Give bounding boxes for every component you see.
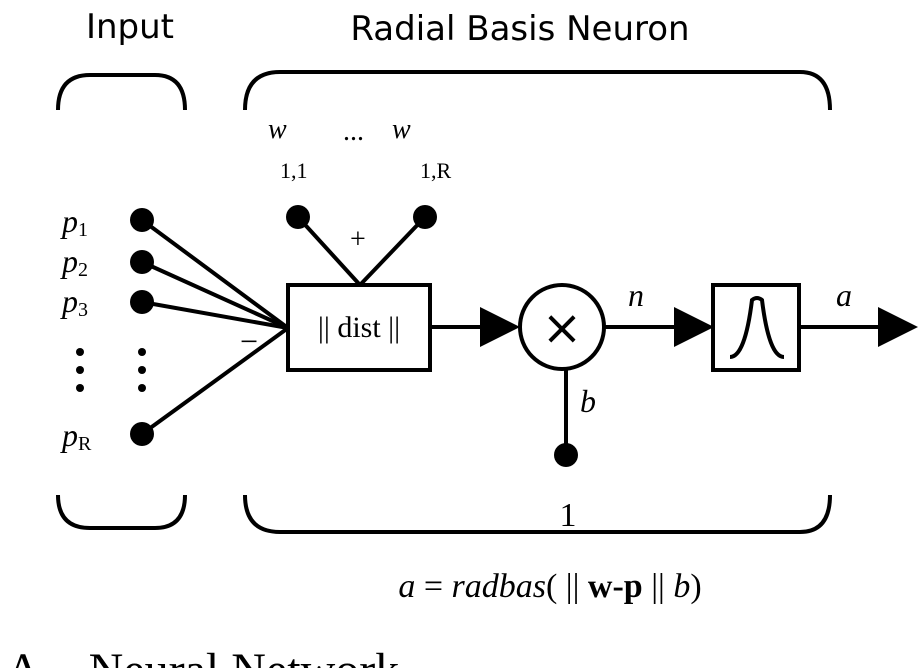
equation: a = radbas( || w-p || b) (398, 568, 701, 605)
minus-sign: − (240, 323, 258, 359)
neuron-title: Radial Basis Neuron (350, 9, 689, 49)
input-line-p1 (140, 218, 290, 330)
ellipsis-dot (76, 366, 84, 374)
input-top-bracket (56, 73, 187, 111)
weight-line-first (296, 215, 362, 287)
neuron-top-bracket (243, 70, 832, 111)
input-label-p1: p1 (60, 203, 88, 241)
input-label-pR: pR (60, 417, 92, 455)
input-line-p3 (141, 300, 289, 330)
weight-label-first: w (268, 114, 287, 145)
input-label-p2: p2 (60, 243, 88, 281)
input-line-pR (140, 326, 290, 436)
input-label-p3: p3 (60, 283, 88, 321)
bias-value: 1 (560, 497, 577, 534)
weight-line-last (358, 215, 427, 287)
ellipsis-dot (76, 384, 84, 392)
input-bottom-bracket (56, 494, 187, 530)
input-title: Input (86, 7, 174, 47)
output-label-a: a (836, 277, 852, 313)
weight-dots: ... (343, 116, 364, 147)
bias-node (554, 443, 578, 467)
ellipsis-dot (138, 384, 146, 392)
weight-label-last: w (392, 114, 411, 145)
ellipsis-dot (76, 348, 84, 356)
dist-label: || dist || (318, 311, 400, 344)
input-line-p2 (141, 260, 289, 330)
radbas-icon (729, 296, 785, 359)
ellipsis-dot (138, 366, 146, 374)
weight-label-first-sub: 1,1 (280, 158, 308, 183)
plus-sign: + (350, 224, 366, 255)
caption-partial: A... Neural Network (6, 644, 399, 668)
weight-label-last-sub: 1,R (420, 158, 452, 183)
neuron-bottom-bracket (243, 494, 832, 534)
ellipsis-dot (138, 348, 146, 356)
net-input-label-n: n (628, 277, 644, 313)
bias-label-b: b (580, 383, 596, 419)
multiply-symbol: × (542, 300, 582, 356)
